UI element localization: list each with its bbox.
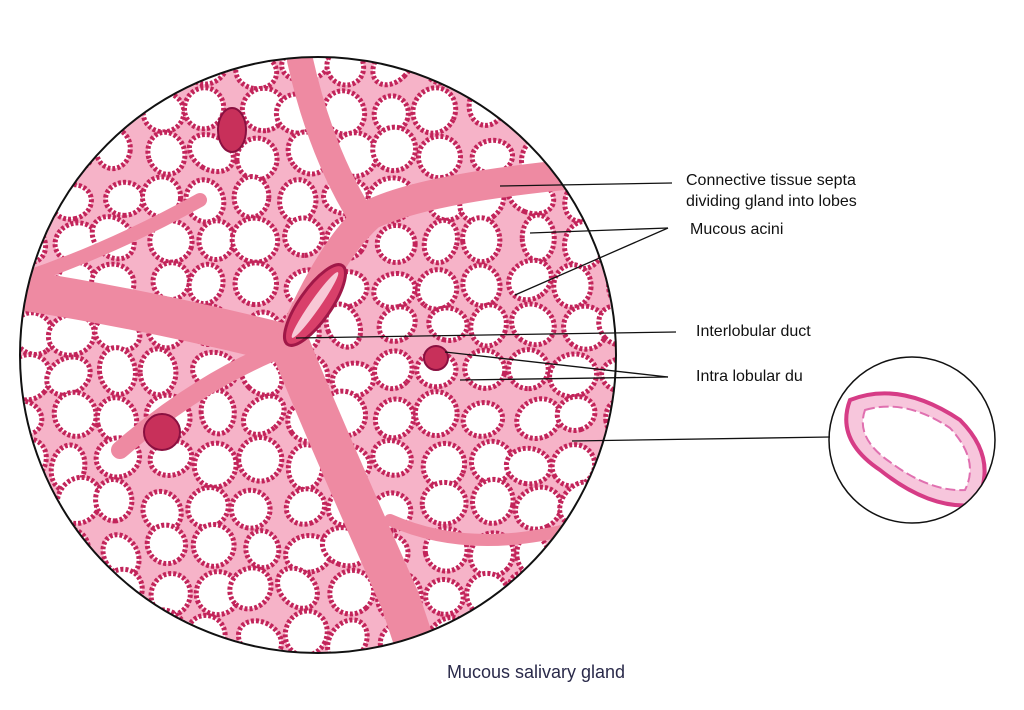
acinus [602, 479, 616, 526]
acinus [20, 612, 54, 653]
acinus [51, 570, 90, 623]
acinus [512, 484, 564, 532]
acinus [503, 57, 552, 83]
main-tissue-section [20, 57, 616, 653]
acinus [561, 57, 609, 86]
acinus [598, 223, 616, 264]
acinus [598, 88, 616, 131]
acinus [282, 215, 326, 258]
acinus [95, 57, 137, 92]
acinus [564, 575, 605, 621]
acinus [554, 133, 596, 175]
acinus [410, 85, 459, 136]
acinus [282, 608, 330, 653]
label-septa-line2: dividing gland into lobes [686, 193, 857, 210]
acinus [554, 394, 598, 433]
acinus [509, 82, 553, 132]
acinus [20, 567, 41, 615]
acinus [564, 613, 604, 653]
acinus [415, 267, 460, 312]
acinus [419, 479, 469, 527]
acinus [376, 304, 418, 344]
acinus [103, 179, 146, 218]
acinus [93, 476, 135, 524]
acinus [599, 356, 616, 396]
acinus [596, 303, 616, 348]
acinus [20, 179, 49, 222]
acinus [506, 257, 554, 303]
acinus [54, 91, 105, 140]
acinus [604, 566, 616, 612]
acinus [144, 522, 189, 567]
acinus [460, 215, 503, 265]
acinus [186, 261, 226, 307]
label-interlobular-duct: Interlobular duct [696, 323, 811, 340]
acinus [460, 400, 506, 439]
acinus [462, 347, 508, 391]
acinus [426, 305, 470, 343]
acinus [20, 521, 56, 567]
acinus [549, 442, 598, 489]
acinus [94, 395, 140, 445]
main-section-outline [19, 56, 617, 654]
acinus [185, 484, 231, 530]
acinus [145, 129, 188, 177]
acinus [371, 348, 415, 392]
acinus [50, 611, 101, 653]
acinus [551, 262, 594, 310]
acinus [20, 352, 54, 403]
acinus [96, 345, 138, 397]
acinus [608, 57, 616, 88]
acinus [49, 57, 98, 85]
acinus [137, 57, 186, 88]
acinus [370, 124, 419, 174]
acinus [240, 393, 287, 437]
acinus [602, 524, 616, 569]
acinus-inset [828, 356, 996, 524]
acinus [370, 437, 414, 478]
acinus [20, 133, 51, 180]
acinus [227, 565, 274, 612]
acinus [275, 565, 320, 611]
acinus [374, 222, 418, 265]
acinus [516, 617, 556, 653]
acinus [461, 611, 512, 653]
acinus [503, 445, 554, 487]
acinus [104, 607, 147, 653]
acinus [283, 486, 328, 527]
acinus [232, 260, 280, 308]
acinus [231, 174, 272, 220]
acinus [190, 521, 237, 569]
acinus [420, 440, 468, 490]
label-mucous-acini: Mucous acini [690, 221, 784, 238]
label-intralobular-duct: Intra lobular du [696, 368, 803, 385]
acinus [228, 487, 273, 531]
acinus [423, 577, 466, 617]
figure-caption: Mucous salivary gland [446, 662, 626, 682]
acinus [372, 396, 417, 441]
intralobular-duct-shape [143, 107, 449, 451]
acinus [236, 434, 285, 484]
acinus [20, 57, 49, 87]
leader-lines [295, 182, 831, 442]
acinus [468, 57, 513, 88]
acinus [421, 217, 460, 266]
acinus [44, 354, 93, 398]
label-septa-line1: Connective tissue septa [686, 172, 856, 189]
acinus [561, 303, 610, 352]
acinus [460, 262, 503, 309]
acinus [469, 476, 516, 526]
acinus [603, 127, 616, 170]
acinus [243, 528, 282, 571]
acinus [20, 310, 57, 357]
acinus [602, 441, 616, 486]
acinus [412, 389, 460, 439]
acinus [191, 440, 239, 490]
interlobular-duct-shape [283, 263, 347, 347]
acinus [553, 81, 596, 127]
acinus [229, 215, 281, 265]
acinus [20, 81, 52, 130]
